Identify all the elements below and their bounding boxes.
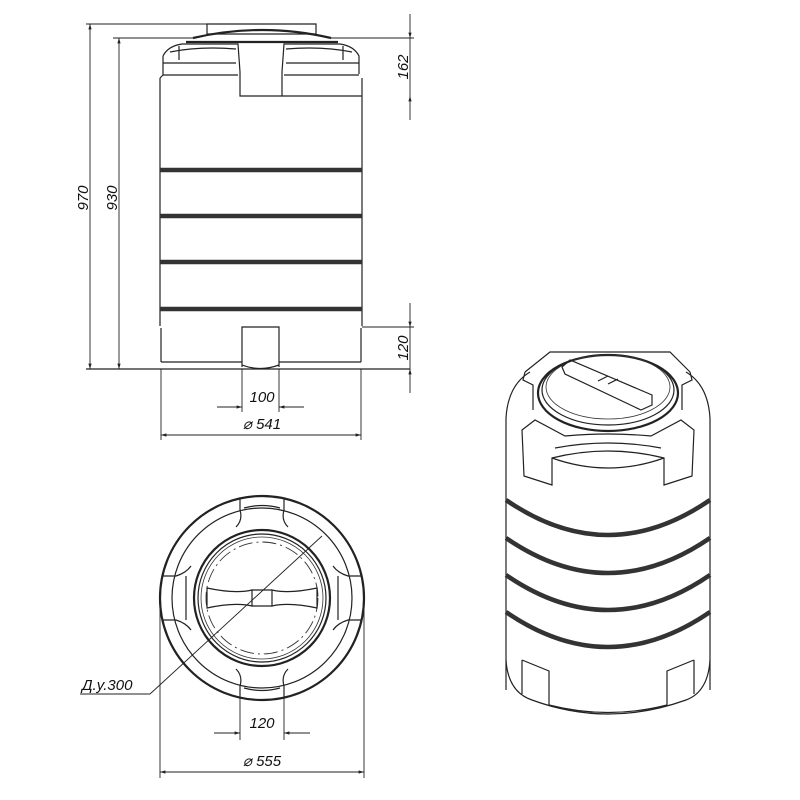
isometric-view [504, 351, 712, 715]
top-view [80, 494, 366, 702]
label-du300: Д.у.300 [80, 677, 133, 694]
label-120-height: 120 [395, 335, 412, 361]
top-view-dimensions [159, 598, 365, 778]
label-930: 930 [104, 185, 121, 211]
label-diameter-555: ⌀ 555 [243, 753, 282, 770]
label-100: 100 [249, 389, 275, 406]
label-120-width: 120 [249, 715, 275, 732]
label-162: 162 [395, 54, 412, 80]
front-view [86, 23, 410, 370]
label-970: 970 [75, 185, 92, 211]
label-diameter-541: ⌀ 541 [243, 416, 281, 433]
front-view-dimensions [86, 14, 414, 440]
